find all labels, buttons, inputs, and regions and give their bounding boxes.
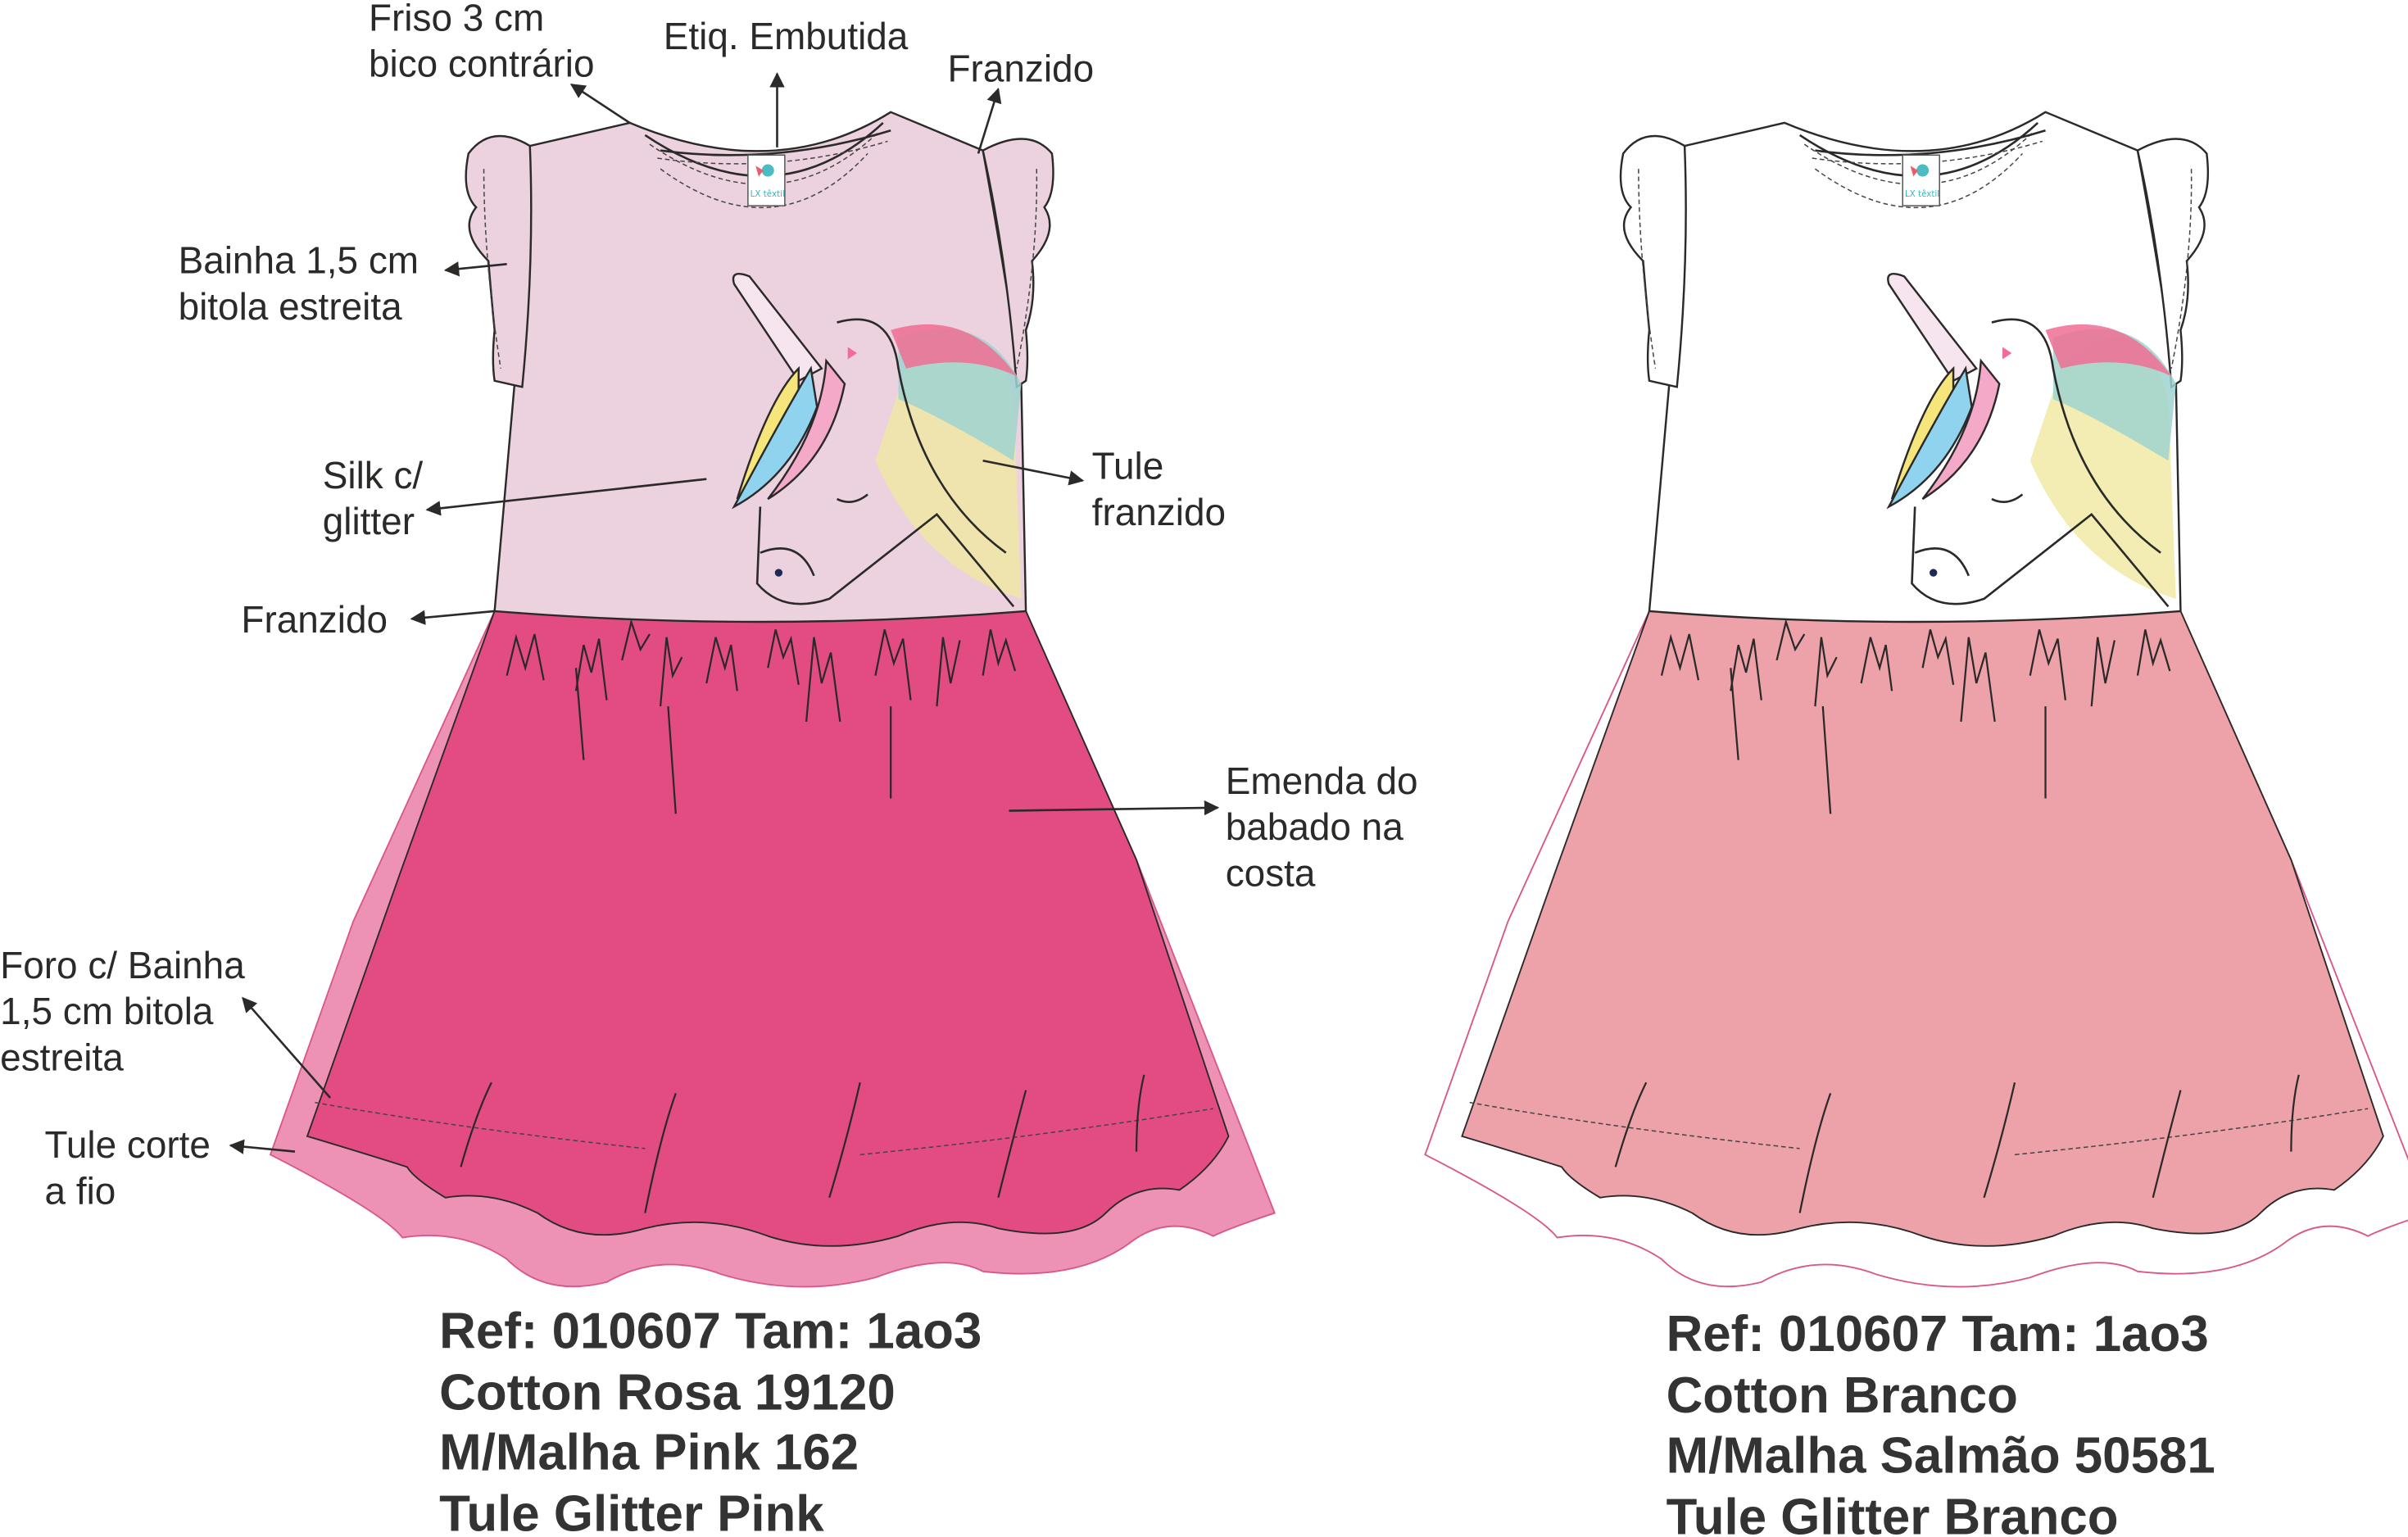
brand-tag-text: LX têxtil xyxy=(1905,189,1939,199)
label-emenda-2: babado na xyxy=(1226,805,1404,848)
label-emenda-1: Emenda do xyxy=(1226,759,1418,802)
arrow-tule xyxy=(982,459,1085,486)
arrow-silk xyxy=(425,478,707,516)
label-franzido-waist: Franzido xyxy=(241,598,388,641)
spec-ref: Ref: 010607 Tam: 1ao3 xyxy=(1667,1306,2209,1362)
dress-white-variant: LX têxtil xyxy=(1424,111,2408,1288)
brand-tag-text: LX têxtil xyxy=(751,189,785,199)
arrow-franzido-waist xyxy=(410,610,495,625)
arrow-franzido-top xyxy=(977,87,1002,154)
arrow-emenda xyxy=(1009,800,1220,816)
callouts: Friso 3 cm bico contrário Etiq. Embutida… xyxy=(0,0,1417,1212)
spec-malha: M/Malha Pink 162 xyxy=(439,1425,859,1481)
label-foro-1: Foro c/ Bainha xyxy=(0,944,245,986)
label-silk-2: glitter xyxy=(323,500,415,542)
label-bainha-1: Bainha 1,5 cm xyxy=(179,239,419,282)
spec-malha: M/Malha Salmão 50581 xyxy=(1667,1427,2215,1484)
arrow-friso xyxy=(569,83,631,125)
arrow-tule-corte xyxy=(229,1139,296,1154)
label-etiqueta: Etiq. Embutida xyxy=(664,15,909,57)
label-tule-1: Tule xyxy=(1092,445,1164,487)
spec-right: Ref: 010607 Tam: 1ao3 Cotton Branco M/Ma… xyxy=(1667,1306,2215,1537)
dress-pink-variant: LX têxtil xyxy=(269,111,1277,1288)
arrow-foro xyxy=(242,996,332,1099)
label-tule-2: franzido xyxy=(1092,491,1226,533)
label-foro-2: 1,5 cm bitola xyxy=(0,990,214,1032)
spec-left: Ref: 010607 Tam: 1ao3 Cotton Rosa 19120 … xyxy=(439,1303,982,1537)
label-bainha-2: bitola estreita xyxy=(179,285,403,328)
spec-cotton: Cotton Rosa 19120 xyxy=(439,1364,896,1421)
spec-tule: Tule Glitter Pink xyxy=(439,1486,824,1537)
label-tule-corte-2: a fio xyxy=(45,1169,116,1212)
spec-ref: Ref: 010607 Tam: 1ao3 xyxy=(439,1303,982,1359)
label-franzido-top: Franzido xyxy=(948,47,1095,89)
label-silk-1: Silk c/ xyxy=(323,454,424,496)
arrow-bainha xyxy=(443,261,507,277)
label-friso-2: bico contrário xyxy=(369,43,595,85)
label-friso-1: Friso 3 cm xyxy=(369,0,544,39)
spec-tule: Tule Glitter Branco xyxy=(1667,1489,2119,1537)
label-emenda-3: costa xyxy=(1226,851,1316,894)
spec-cotton: Cotton Branco xyxy=(1667,1367,2018,1424)
label-tule-corte-1: Tule corte xyxy=(45,1123,211,1166)
label-foro-3: estreita xyxy=(0,1036,124,1078)
